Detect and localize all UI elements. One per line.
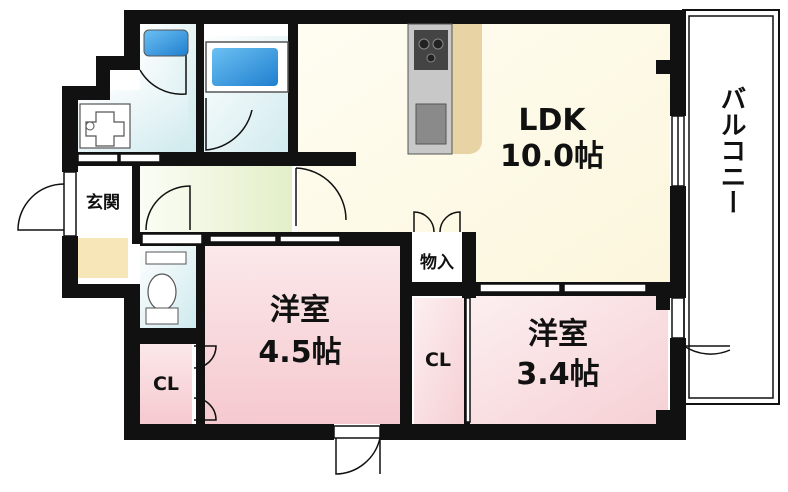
western-room-2-floor <box>470 296 668 424</box>
kitchen <box>407 23 482 155</box>
sliding-doors <box>77 153 647 423</box>
toilet-room-sink <box>143 29 189 57</box>
hallway-floor <box>140 166 292 232</box>
balcony <box>682 9 780 405</box>
closet-2-floor <box>414 298 464 424</box>
western-room-2-size-label: 3.4帖 <box>516 357 599 392</box>
entrance-floor <box>78 166 132 236</box>
storage-label: 物入 <box>420 252 454 273</box>
closet-2-label: CL <box>425 349 451 371</box>
storage-floor <box>412 232 462 284</box>
western-room-2-name-label: 洋室 <box>528 317 588 352</box>
western-room-1-floor <box>205 246 400 424</box>
door-swings <box>17 40 731 475</box>
western-room-1-size-label: 4.5帖 <box>258 335 341 370</box>
bathtub <box>205 41 289 93</box>
windows <box>63 115 685 439</box>
washing-machine <box>79 103 131 149</box>
western-room-1-name-label: 洋室 <box>270 293 330 328</box>
closet-1-floor <box>140 344 192 424</box>
closet-1-label: CL <box>153 373 179 395</box>
walls <box>62 10 686 440</box>
entrance-label: 玄関 <box>86 192 120 213</box>
toilet <box>145 251 187 325</box>
entrance-tile <box>78 238 128 278</box>
ldk-name-label: LDK <box>518 103 587 138</box>
ldk-size-label: 10.0帖 <box>500 139 604 174</box>
balcony-label: バルコニー <box>716 85 746 215</box>
